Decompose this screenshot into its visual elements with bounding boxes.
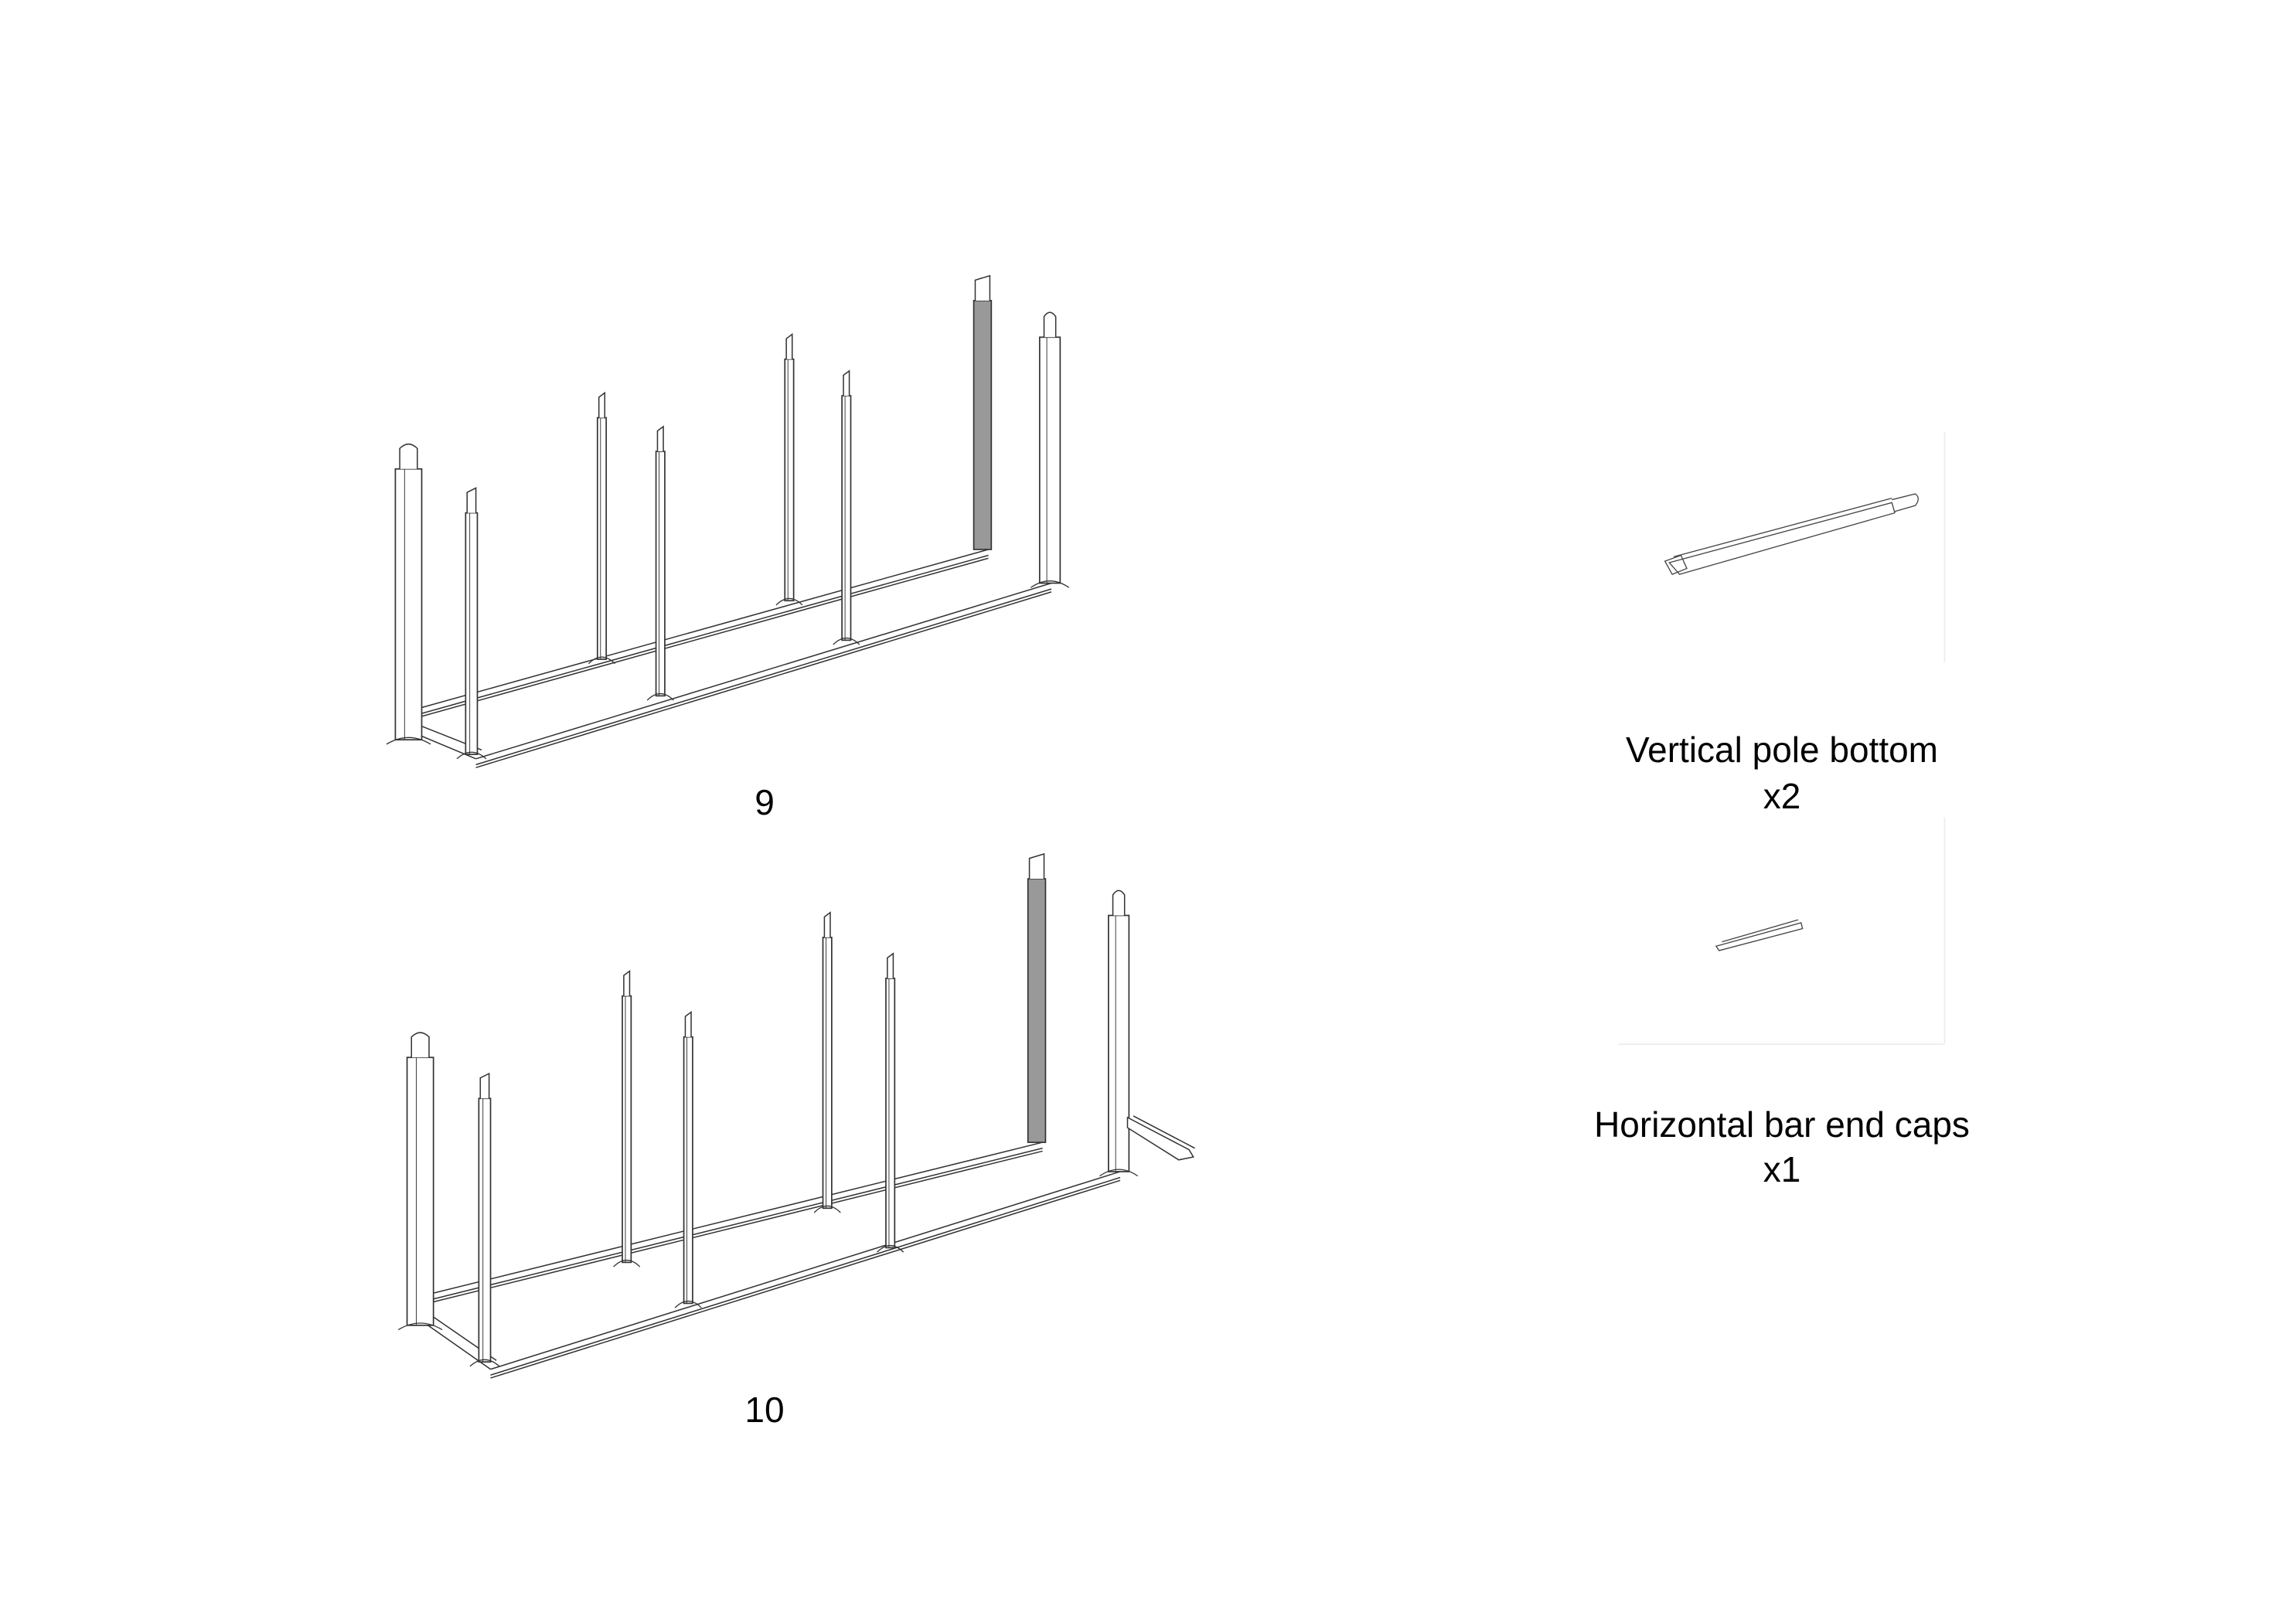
vertical-pole xyxy=(1108,914,1130,1172)
vertical-pole xyxy=(655,451,666,697)
pole-tab xyxy=(843,369,850,396)
vertical-pole xyxy=(784,358,795,602)
pole-connector xyxy=(877,1244,904,1253)
parts-box-end-caps xyxy=(1618,817,1946,1046)
part-quantity-vertical-pole-bottom: x2 xyxy=(1763,776,1801,816)
pole-cap xyxy=(1043,311,1057,338)
pole-tab xyxy=(974,274,991,301)
vertical-pole-dark xyxy=(973,300,993,550)
pole-tab xyxy=(623,969,631,996)
pole-connector xyxy=(456,751,487,760)
parts-box-vertical-pole xyxy=(1664,432,1946,662)
pole-connector xyxy=(1099,1169,1139,1177)
step-number-9: 9 xyxy=(755,782,775,822)
pole-cap xyxy=(410,1032,430,1058)
pole-connector xyxy=(833,637,860,645)
horizontal-bar-end-cap-part xyxy=(1715,919,1804,951)
horizontal-rail xyxy=(490,1171,1121,1379)
vertical-pole xyxy=(885,978,896,1249)
pole-connector xyxy=(646,692,674,701)
part-name-horizontal-bar-end-caps: Horizontal bar end caps xyxy=(1594,1104,1970,1145)
step-number-10: 10 xyxy=(744,1390,785,1430)
pole-connector xyxy=(813,1205,841,1213)
pole-tab xyxy=(785,332,793,359)
pole-connector xyxy=(775,597,803,606)
vertical-pole xyxy=(394,468,423,741)
step-9-frame-drawing xyxy=(386,274,1070,768)
pole-cap xyxy=(1112,890,1126,916)
pole-connector xyxy=(588,656,616,665)
vertical-pole xyxy=(596,417,608,660)
pole-tab xyxy=(887,952,894,978)
vertical-pole-dark xyxy=(1027,878,1047,1143)
vertical-pole xyxy=(622,995,632,1264)
pole-cap xyxy=(399,443,418,469)
vertical-pole xyxy=(478,1097,492,1363)
pole-tab xyxy=(823,911,831,937)
vertical-pole xyxy=(406,1056,434,1326)
vertical-pole xyxy=(822,937,833,1210)
pole-tab xyxy=(466,487,477,513)
pole-tab xyxy=(1028,852,1045,880)
horizontal-rail xyxy=(475,582,1052,768)
pole-connector xyxy=(397,1322,443,1331)
horizontal-rail xyxy=(421,549,989,717)
pole-connector xyxy=(1030,580,1070,588)
pole-tab xyxy=(479,1072,490,1099)
vertical-pole xyxy=(841,395,852,641)
pole-connector xyxy=(386,737,431,745)
pole-connector xyxy=(613,1259,641,1267)
part-name-vertical-pole-bottom: Vertical pole bottom xyxy=(1625,730,1939,770)
pole-tab xyxy=(656,425,664,452)
vertical-pole-bottom-part xyxy=(1664,493,1919,575)
pole-connector xyxy=(469,1359,500,1367)
step-10-frame-drawing xyxy=(397,852,1195,1379)
vertical-pole xyxy=(683,1036,693,1305)
part-quantity-horizontal-bar-end-caps: x1 xyxy=(1763,1149,1801,1189)
pole-tab xyxy=(598,391,606,418)
pole-tab xyxy=(684,1010,692,1037)
loose-end-cap xyxy=(1126,1115,1195,1161)
horizontal-rail xyxy=(433,1142,1043,1303)
vertical-pole xyxy=(1038,336,1061,584)
vertical-pole xyxy=(465,512,479,755)
pole-connector xyxy=(674,1300,702,1308)
